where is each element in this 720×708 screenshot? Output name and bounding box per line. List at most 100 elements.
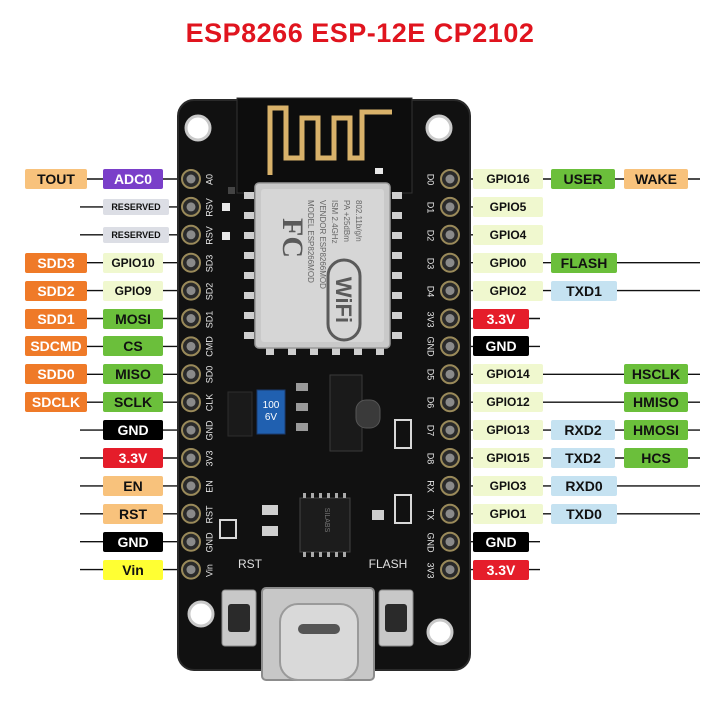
- pin-label-adc0: ADC0: [103, 169, 163, 189]
- svg-text:100: 100: [263, 400, 280, 411]
- pin-label-gpio12: GPIO12: [473, 392, 543, 413]
- pin-label-3-3v: 3.3V: [103, 448, 163, 468]
- pin-label-rxd2: RXD2: [551, 420, 615, 441]
- silkscreen-label: D2: [425, 229, 436, 242]
- mounting-hole: [425, 114, 453, 142]
- pin-label-gpio5: GPIO5: [473, 196, 543, 217]
- silkscreen-label: GND: [204, 532, 215, 553]
- pin-label-sdcmd: SDCMD: [25, 336, 87, 357]
- pin-label-gnd: GND: [473, 531, 529, 552]
- silkscreen-label: RSV: [204, 198, 215, 217]
- silkscreen-label: A0: [204, 174, 215, 186]
- pin-label-txd2: TXD2: [551, 448, 615, 468]
- mounting-hole: [187, 600, 215, 628]
- silkscreen-label: SD0: [204, 366, 215, 384]
- pin-label-rxd0: RXD0: [551, 475, 617, 496]
- silkscreen-label: SD1: [204, 310, 215, 328]
- module-marking-text: 802.11b/g/n: [354, 200, 363, 242]
- pin-label-wake: WAKE: [624, 169, 688, 189]
- mounting-hole: [184, 114, 212, 142]
- pin-label-miso: MISO: [103, 364, 163, 385]
- pin-label-gpio1: GPIO1: [473, 503, 543, 524]
- silkscreen-label: TX: [425, 508, 436, 521]
- pin-label-gpio15: GPIO15: [473, 448, 543, 468]
- silkscreen-label: D1: [425, 201, 436, 214]
- silkscreen-label: GND: [425, 532, 436, 553]
- silkscreen-label: 3V3: [425, 562, 436, 579]
- silkscreen-label: D6: [425, 396, 436, 409]
- pin-label-gpio2: GPIO2: [473, 280, 543, 301]
- diagram-title: ESP8266 ESP-12E CP2102: [185, 18, 535, 48]
- pin-label-gpio0: GPIO0: [473, 252, 543, 273]
- pin-label-reserved: RESERVED: [103, 198, 169, 215]
- silkscreen-label: RST: [204, 505, 215, 524]
- pin-label-gpio13: GPIO13: [473, 420, 543, 441]
- pin-label-gnd: GND: [473, 336, 529, 357]
- silkscreen-label: D3: [425, 257, 436, 269]
- pin-label-reserved: RESERVED: [103, 226, 169, 243]
- pin-label-txd0: TXD0: [551, 503, 617, 524]
- pin-label-sdd0: SDD0: [25, 364, 87, 385]
- voltage-regulator: 100 6V: [227, 374, 381, 452]
- silkscreen-label: GND: [425, 336, 436, 357]
- silkscreen-label: GND: [204, 420, 215, 441]
- pin-label-gpio16: GPIO16: [473, 169, 543, 189]
- silkscreen-label: RSV: [204, 226, 215, 245]
- silkscreen-label: D8: [425, 452, 436, 465]
- pin-label-gnd: GND: [103, 420, 163, 441]
- wifi-logo: WiFi: [331, 277, 356, 323]
- pcb-board: [177, 99, 471, 671]
- pin-label-flash: FLASH: [551, 252, 617, 273]
- pin-label-rst: RST: [103, 503, 163, 524]
- pin-label-3-3v: 3.3V: [473, 559, 529, 580]
- pin-label-sdd3: SDD3: [25, 252, 87, 273]
- silkscreen-label: CLK: [204, 393, 215, 412]
- pin-label-vin: Vin: [103, 559, 163, 580]
- pin-label-cs: CS: [103, 336, 163, 357]
- usb-c-connector: [261, 587, 375, 681]
- cp2102-chip: SILABS: [299, 493, 351, 557]
- pin-label-hcs: HCS: [624, 448, 688, 468]
- silkscreen-label: 3V3: [204, 450, 215, 467]
- silkscreen-label: SD3: [204, 254, 215, 272]
- silkscreen-label: D4: [425, 285, 436, 297]
- pin-label-sdd2: SDD2: [25, 280, 87, 301]
- pin-label-hmosi: HMOSI: [624, 420, 688, 441]
- pin-label-hsclk: HSCLK: [624, 364, 688, 385]
- silkscreen-label: D0: [425, 173, 436, 186]
- pin-label-txd1: TXD1: [551, 280, 617, 301]
- pin-label-mosi: MOSI: [103, 308, 163, 329]
- pin-label-gpio4: GPIO4: [473, 224, 543, 245]
- svg-text:SILABS: SILABS: [323, 508, 330, 533]
- flash-button[interactable]: [378, 589, 414, 647]
- pin-label-user: USER: [551, 169, 615, 189]
- silkscreen-label: EN: [204, 480, 215, 493]
- rst-button-label: RST: [238, 557, 263, 571]
- pin-label-gpio3: GPIO3: [473, 475, 543, 496]
- mounting-hole: [426, 618, 454, 646]
- pin-label-gpio10: GPIO10: [103, 252, 163, 273]
- silkscreen-label: RX: [425, 480, 436, 493]
- pin-label-sclk: SCLK: [103, 392, 163, 413]
- module-marking-text: ISM 2.4GHz: [330, 200, 339, 244]
- silkscreen-label: Vin: [204, 563, 215, 577]
- silkscreen-label: CMD: [204, 336, 215, 358]
- pin-label-3-3v: 3.3V: [473, 308, 529, 329]
- module-marking-text: MODEL ESP8266MOD: [306, 200, 315, 283]
- pin-label-tout: TOUT: [25, 169, 87, 189]
- silkscreen-label: D5: [425, 369, 436, 381]
- module-marking-text: PA +25dBm: [342, 200, 351, 242]
- svg-text:6V: 6V: [265, 412, 278, 423]
- pin-label-gpio9: GPIO9: [103, 280, 163, 301]
- silkscreen-label: 3V3: [425, 310, 436, 327]
- fcc-logo: FC: [276, 218, 309, 258]
- module-marking-text: VENDOR ESP8266MOD: [318, 200, 327, 289]
- pin-label-en: EN: [103, 475, 163, 496]
- header-pins: [181, 169, 460, 580]
- antenna-trace: [267, 105, 392, 175]
- pin-label-gnd: GND: [103, 531, 163, 552]
- flash-button-label: FLASH: [369, 557, 408, 571]
- rst-button[interactable]: [221, 589, 257, 647]
